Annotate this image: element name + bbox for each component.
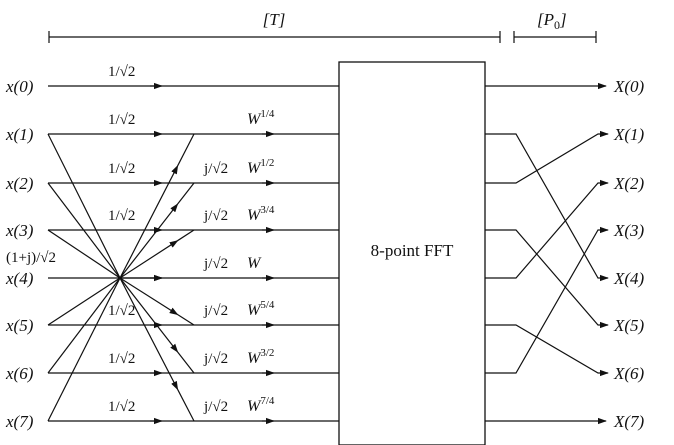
output-wire-3 [485, 229, 609, 329]
twiddle-label-4: W [247, 255, 262, 272]
twiddle-label-1: W1/4 [247, 108, 275, 128]
output-label-0: X(0) [613, 77, 645, 96]
coef-inv-sqrt2-7: 1/√2 [108, 399, 135, 415]
butterfly-in-1 [47, 133, 121, 279]
input-label-1: x(1) [5, 125, 34, 144]
transform-bracket: [T] [48, 10, 501, 43]
butterfly-out-arrow-7 [119, 277, 179, 391]
input-label-7: x(7) [5, 412, 34, 431]
twiddle-label-6: W3/2 [247, 347, 274, 367]
coef-inv-sqrt2-2: 1/√2 [108, 161, 135, 177]
butterfly-in-5 [47, 277, 121, 326]
coef-inv-sqrt2-3: 1/√2 [108, 208, 135, 224]
input-label-4: x(4) [5, 269, 34, 288]
twiddle-label-7: W7/4 [247, 395, 275, 415]
butterfly-in-6 [47, 277, 121, 374]
butterfly-out-arrow-1 [119, 164, 179, 279]
input-label-6: x(6) [5, 364, 34, 383]
input-label-5: x(5) [5, 316, 34, 335]
butterfly-out-5 [177, 314, 195, 326]
butterfly-out-arrow-5 [119, 277, 179, 316]
twiddle-label-5: W5/4 [247, 299, 275, 319]
output-label-5: X(5) [613, 316, 645, 335]
output-wire-4 [485, 179, 609, 279]
diagram-labels: x(0) x(1) x(2) x(3) x(4) x(5) x(6) x(7) 1/√2 1/√2… [5, 64, 645, 431]
butterfly-out-3 [177, 229, 195, 242]
permutation-label: [P0] [537, 10, 567, 32]
output-wire-6 [485, 226, 609, 374]
coef-inv-sqrt2-6: 1/√2 [108, 351, 135, 367]
output-label-3: X(3) [613, 221, 645, 240]
input-label-0: x(0) [5, 77, 34, 96]
coef-j-inv-sqrt2-2: j/√2 [203, 161, 228, 177]
butterfly-in-7 [47, 277, 121, 422]
output-label-2: X(2) [613, 174, 645, 193]
input-label-2: x(2) [5, 174, 34, 193]
coef-j-inv-sqrt2-7: j/√2 [203, 399, 228, 415]
coef-inv-sqrt2-1: 1/√2 [108, 112, 135, 128]
butterfly-out-6 [177, 351, 195, 374]
fft-block-label: 8-point FFT [371, 241, 454, 260]
signal-wires [47, 82, 339, 425]
output-label-6: X(6) [613, 364, 645, 383]
transform-label: [T] [263, 10, 286, 29]
butterfly-out-1 [177, 133, 195, 166]
output-wire-1 [485, 133, 609, 282]
output-wire-5 [485, 324, 609, 377]
coef-one-plus-j: (1+j)/√2 [6, 250, 56, 266]
butterfly-in-2 [47, 182, 121, 279]
output-label-4: X(4) [613, 269, 645, 288]
coef-inv-sqrt2-5: 1/√2 [108, 303, 135, 319]
coef-j-inv-sqrt2-4: j/√2 [203, 256, 228, 272]
fft-block: 8-point FFT [338, 61, 486, 445]
output-label-7: X(7) [613, 412, 645, 431]
coef-inv-sqrt2-0: 1/√2 [108, 64, 135, 80]
butterfly-in-3 [47, 229, 121, 279]
input-label-3: x(3) [5, 221, 34, 240]
twiddle-label-3: W3/4 [247, 204, 275, 224]
butterfly-out-arrow-6 [119, 277, 179, 353]
coef-j-inv-sqrt2-3: j/√2 [203, 208, 228, 224]
coef-j-inv-sqrt2-5: j/√2 [203, 303, 228, 319]
output-label-1: X(1) [613, 125, 645, 144]
butterfly-out-2 [177, 182, 195, 205]
twiddle-label-2: W1/2 [247, 157, 274, 177]
output-permutation-wires [485, 82, 609, 425]
permutation-bracket: [P0] [513, 10, 597, 43]
coef-j-inv-sqrt2-6: j/√2 [203, 351, 228, 367]
butterfly-out-arrow-2 [119, 203, 179, 279]
butterfly-out-7 [177, 389, 195, 422]
output-wire-2 [485, 130, 609, 184]
butterfly-out-arrow-3 [119, 240, 179, 279]
